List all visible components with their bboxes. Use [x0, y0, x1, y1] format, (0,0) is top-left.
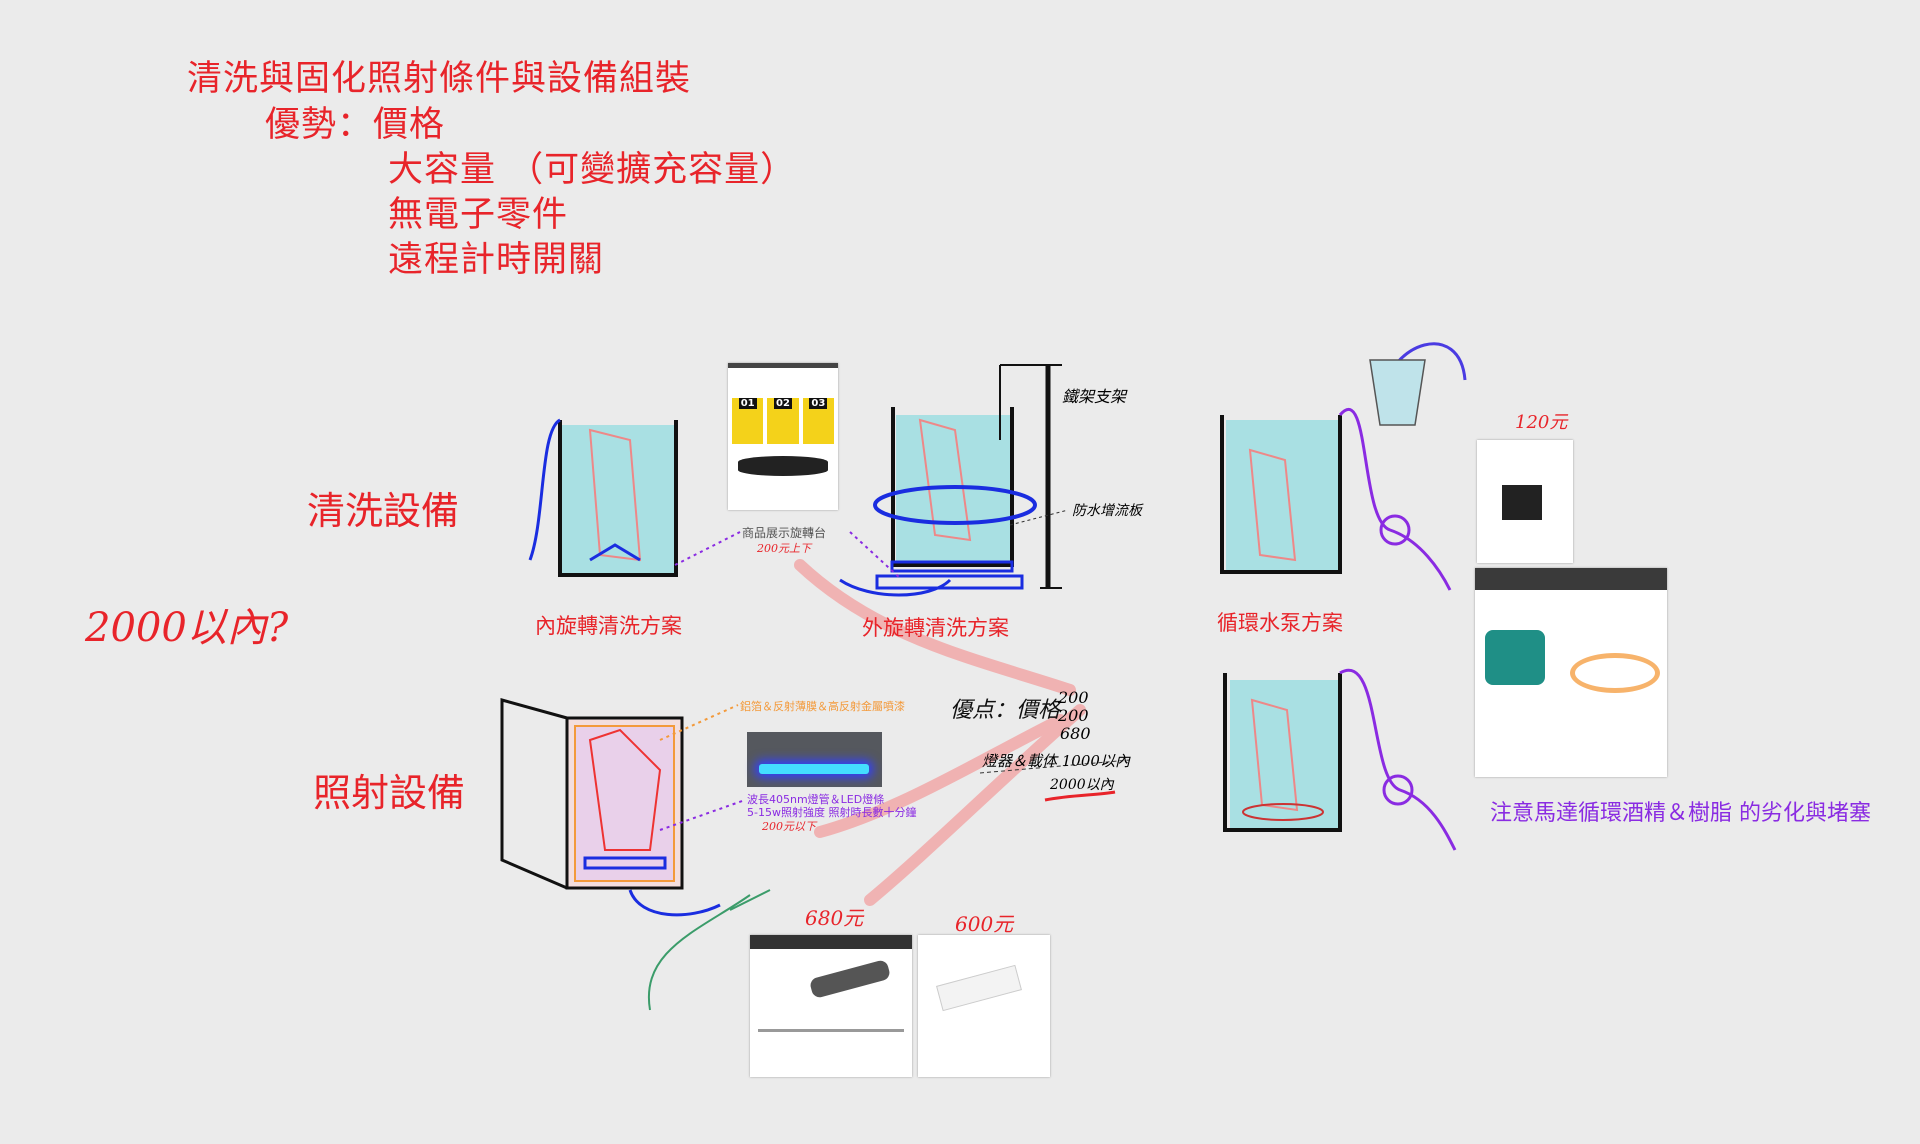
plate-label: 防水增流板	[1072, 503, 1142, 519]
timer-price-2: 600元	[955, 912, 1014, 936]
outer-rotation-tank	[839, 364, 1062, 597]
turntable-product-image: 01 02 03	[728, 363, 838, 510]
reflect-label: 鋁箔＆反射薄膜＆高反射金屬噴漆	[740, 700, 905, 713]
cost-value: 200	[1058, 688, 1089, 707]
led-spec-line1: 波長405nm燈管＆LED燈條	[747, 793, 885, 806]
timer-strip-product-image	[918, 935, 1050, 1077]
cost-value: 680	[1060, 724, 1091, 743]
section-curing: 照射設備	[313, 771, 466, 815]
curing-cabinet	[500, 698, 771, 1011]
fixture-cost: 燈器＆載体 1000以內	[982, 752, 1130, 770]
cost-heading: 優点：價格	[950, 698, 1061, 723]
led-spec-line2: 5-15w照射強度 照射時長數十分鐘	[747, 806, 917, 819]
step-number: 03	[809, 398, 828, 409]
step-number: 01	[738, 398, 757, 409]
advantage-item: 遠程計時開關	[388, 240, 605, 280]
cost-value: 200	[1058, 706, 1089, 725]
led-price: 200元以下	[762, 820, 816, 833]
pump-caption: 循環水泵方案	[1217, 611, 1343, 635]
turntable-price: 200元上下	[757, 542, 811, 555]
advantage-item: 無電子零件	[388, 195, 569, 235]
step-number: 02	[774, 398, 792, 409]
budget-note: 2000以內?	[85, 605, 289, 651]
pump-tank-2	[1223, 668, 1457, 851]
pump-tank-1	[1220, 342, 1467, 591]
total-cost: 2000以內	[1050, 777, 1114, 793]
page-title: 清洗與固化照射條件與設備組裝	[187, 59, 692, 99]
mini-pump-product-image	[1477, 440, 1573, 563]
stand-label: 鐵架支架	[1062, 387, 1127, 406]
timer-price-1: 680元	[805, 906, 864, 930]
pump-warning: 注意馬達循環酒精＆樹脂 的劣化與堵塞	[1490, 801, 1871, 826]
power-strip-product-image	[750, 935, 912, 1077]
pump-price: 120元	[1515, 412, 1568, 433]
pink-arrows	[794, 559, 1086, 906]
led-strip-image	[747, 732, 882, 787]
turntable-label: 商品展示旋轉台	[742, 526, 827, 540]
outer-rotation-caption: 外旋轉清洗方案	[862, 616, 1009, 640]
submersible-pump-product-image	[1475, 568, 1667, 777]
inner-rotation-caption: 內旋轉清洗方案	[535, 614, 682, 638]
advantage-label: 優勢：價格	[265, 105, 446, 145]
advantage-item: 大容量 （可變擴充容量）	[388, 150, 797, 190]
inner-rotation-tank	[528, 418, 678, 577]
section-cleaning: 清洗設備	[307, 489, 460, 533]
